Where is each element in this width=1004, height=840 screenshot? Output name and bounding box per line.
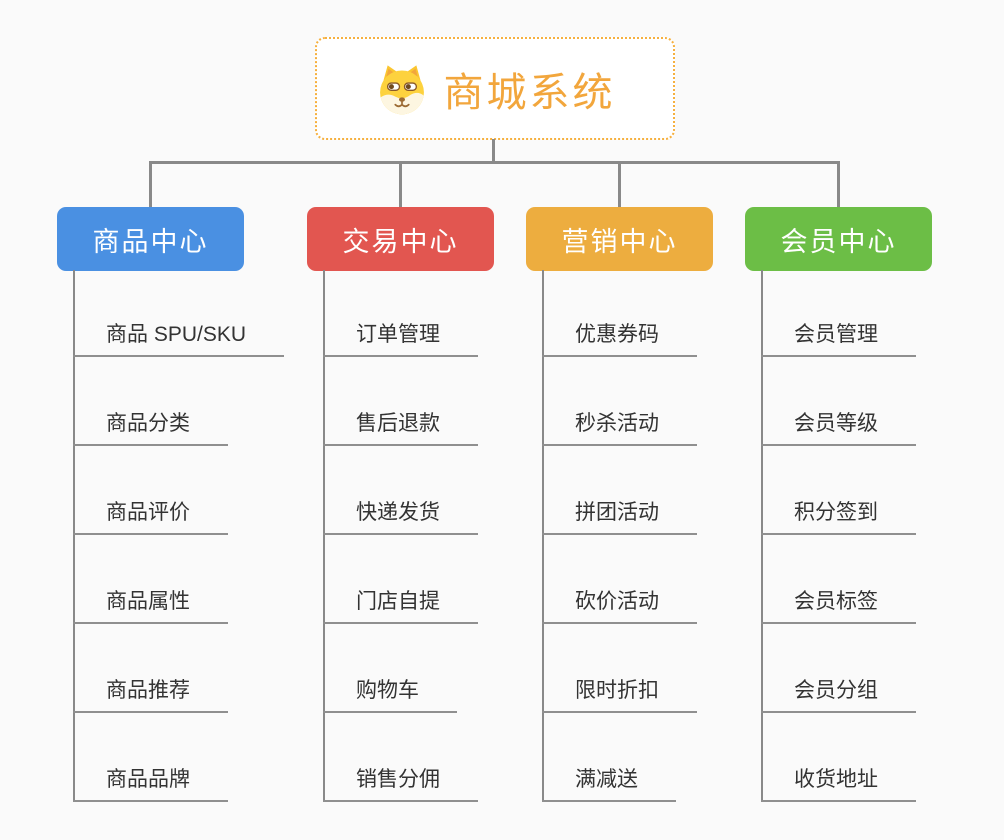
branch-node-marketing-center[interactable]: 营销中心	[526, 207, 713, 271]
leaf-topic[interactable]: 秒杀活动	[542, 410, 697, 446]
children-connector-line	[542, 270, 544, 802]
leaf-topic[interactable]: 会员等级	[761, 410, 916, 446]
leaf-topic[interactable]: 销售分佣	[323, 766, 478, 802]
children-connector-line	[323, 270, 325, 802]
leaf-topic[interactable]: 商品推荐	[73, 677, 228, 713]
leaf-topic[interactable]: 快递发货	[323, 499, 478, 535]
branch-label: 商品中心	[92, 226, 209, 257]
root-topic-title: 商城系统	[443, 70, 616, 115]
leaf-topic[interactable]: 拼团活动	[542, 499, 697, 535]
branch-connector-line	[618, 161, 621, 208]
leaf-topic[interactable]: 会员分组	[761, 677, 916, 713]
branch-node-trade-center[interactable]: 交易中心	[307, 207, 494, 271]
leaf-topic[interactable]: 商品 SPU/SKU	[73, 321, 285, 357]
branch-label: 会员中心	[780, 226, 897, 257]
leaf-topic[interactable]: 门店自提	[323, 588, 478, 624]
leaf-topic[interactable]: 商品属性	[73, 588, 228, 624]
leaf-topic[interactable]: 会员管理	[761, 321, 916, 357]
dog-face-icon	[379, 64, 424, 114]
root-topic-node[interactable]: 商城系统	[315, 37, 675, 140]
leaf-topic[interactable]: 订单管理	[323, 321, 478, 357]
leaf-topic[interactable]: 限时折扣	[542, 677, 697, 713]
leaf-topic[interactable]: 满减送	[542, 766, 676, 802]
branch-node-member-center[interactable]: 会员中心	[745, 207, 932, 271]
root-connector-line	[492, 139, 495, 162]
leaf-topic[interactable]: 积分签到	[761, 499, 916, 535]
children-connector-line	[73, 270, 75, 802]
leaf-topic[interactable]: 收货地址	[761, 766, 916, 802]
branch-connector-line	[149, 161, 152, 208]
leaf-topic[interactable]: 优惠券码	[542, 321, 697, 357]
leaf-topic[interactable]: 砍价活动	[542, 588, 697, 624]
leaf-topic[interactable]: 会员标签	[761, 588, 916, 624]
leaf-topic[interactable]: 商品分类	[73, 410, 228, 446]
branch-connector-line	[399, 161, 402, 208]
branch-connector-line	[837, 161, 840, 208]
trunk-connector-line	[149, 161, 840, 164]
branch-label: 交易中心	[342, 226, 459, 257]
leaf-topic[interactable]: 售后退款	[323, 410, 478, 446]
leaf-topic[interactable]: 商品品牌	[73, 766, 228, 802]
children-connector-line	[761, 270, 763, 802]
leaf-topic[interactable]: 商品评价	[73, 499, 228, 535]
branch-label: 营销中心	[561, 226, 678, 257]
leaf-topic[interactable]: 购物车	[323, 677, 457, 713]
branch-node-product-center[interactable]: 商品中心	[57, 207, 244, 271]
